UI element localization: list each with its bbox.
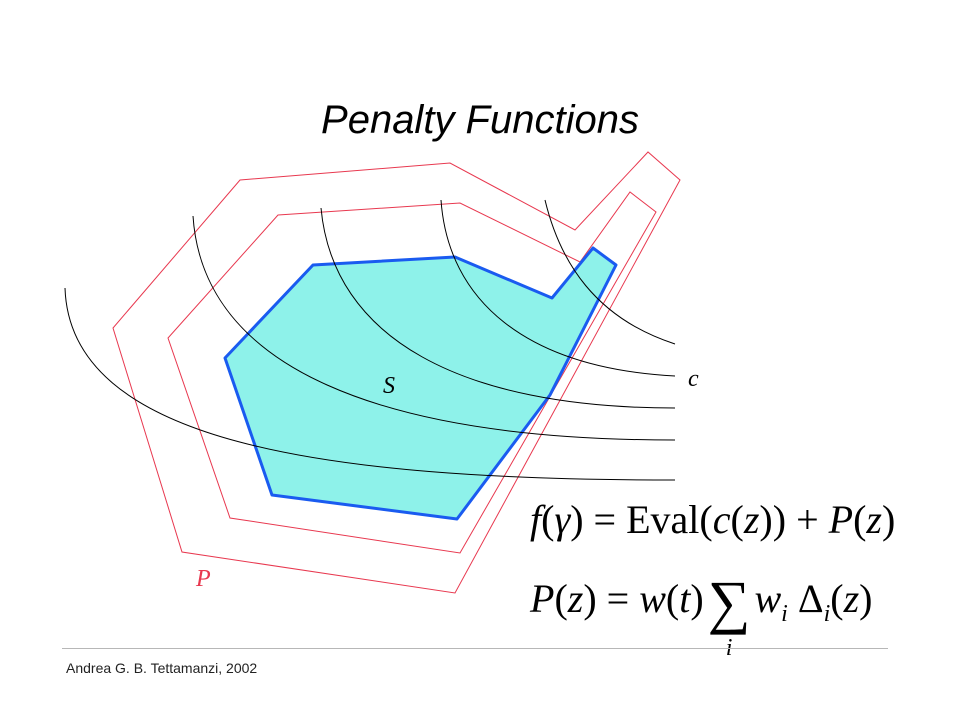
contour-label: c	[688, 366, 699, 392]
contour-line-5	[64, 287, 676, 481]
contour-line-4	[192, 215, 676, 441]
contour-line-1	[544, 199, 676, 345]
penalty-label: P	[195, 566, 211, 592]
contour-line-2	[440, 199, 676, 377]
feasible-region-label: S	[383, 373, 395, 399]
footer-credit: Andrea G. B. Tettamanzi, 2002	[66, 660, 258, 676]
fitness-formula: f(γ) = Eval(c(z)) + P(z)	[530, 497, 896, 542]
outer-penalty-boundary	[112, 151, 681, 594]
feasible-region	[223, 246, 618, 521]
footer-divider	[62, 648, 888, 649]
inner-penalty-boundary	[167, 191, 657, 554]
summation-sign: ∑i	[707, 569, 751, 661]
slide-title: Penalty Functions	[321, 98, 639, 142]
contour-line-3	[320, 207, 676, 409]
